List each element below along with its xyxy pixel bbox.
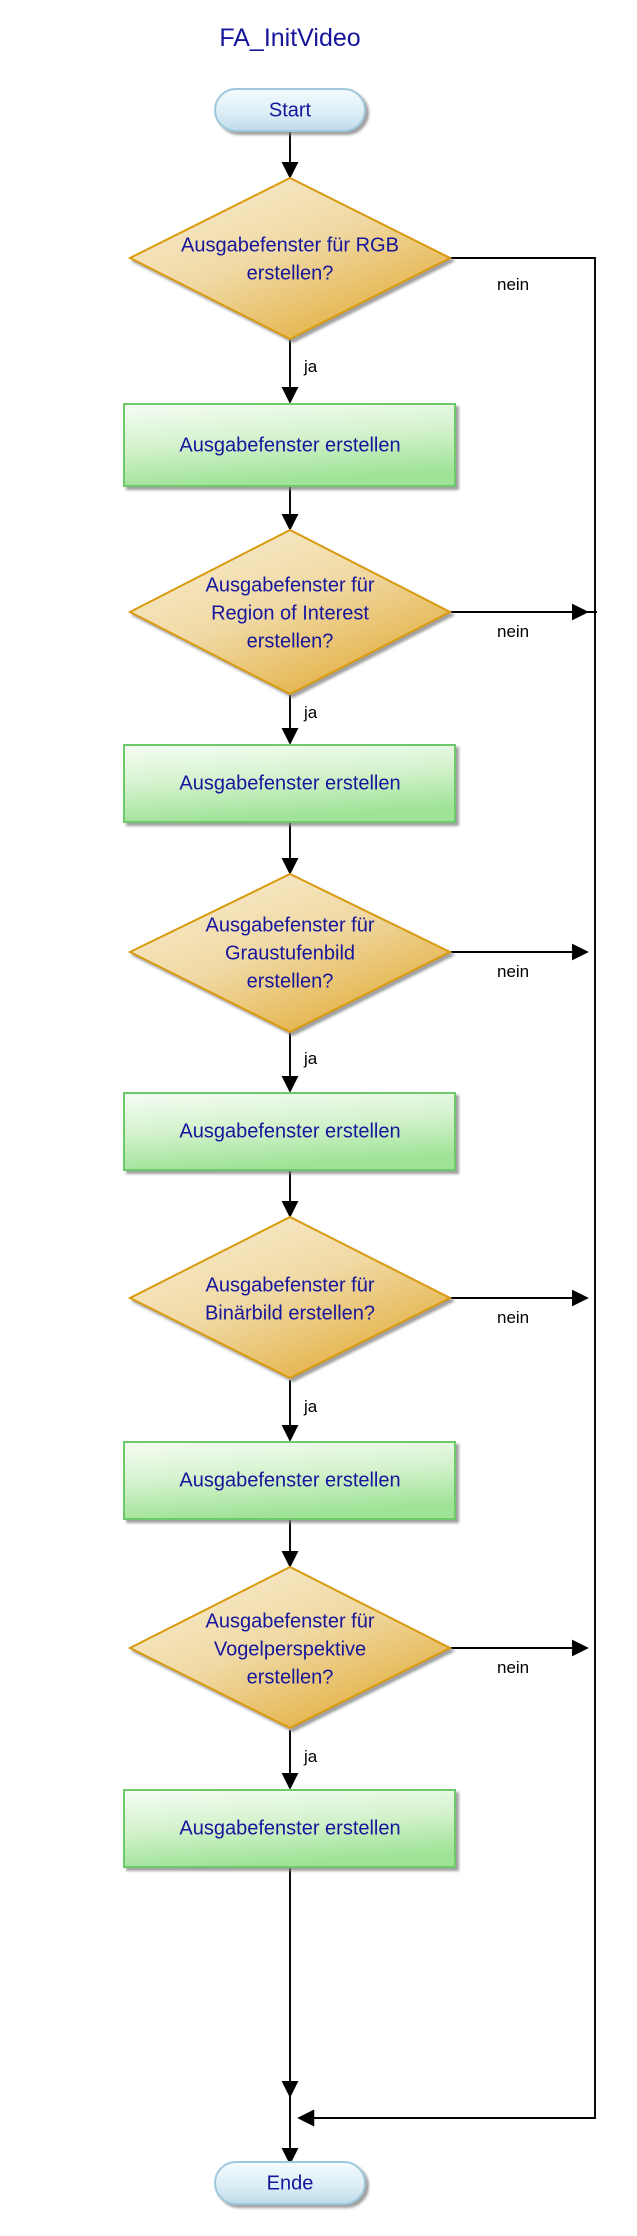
process-1-label: Ausgabefenster erstellen — [179, 434, 400, 456]
process-2-label: Ausgabefenster erstellen — [179, 772, 400, 794]
decision-5-yes-label: ja — [303, 1747, 318, 1766]
end-node[interactable]: Ende — [214, 2161, 366, 2205]
decision-3-line-1: Ausgabefenster für — [206, 914, 375, 936]
decision-4-line-1: Ausgabefenster für — [206, 1274, 375, 1296]
process-4-label: Ausgabefenster erstellen — [179, 1469, 400, 1491]
decision-2-no-label: nein — [497, 622, 529, 641]
process-1[interactable]: Ausgabefenster erstellen — [123, 403, 456, 487]
start-node-label: Start — [269, 99, 312, 121]
decision-4-shape — [127, 1215, 453, 1380]
decision-5-line-1: Ausgabefenster für — [206, 1610, 375, 1632]
decision-3-no-label: nein — [497, 962, 529, 981]
diagram-title: FA_InitVideo — [219, 24, 360, 52]
decision-1-no-label: nein — [497, 275, 529, 294]
process-2-shape — [123, 744, 456, 823]
decision-1-line-2: erstellen? — [247, 262, 334, 284]
decision-1-shape — [127, 176, 453, 341]
process-4[interactable]: Ausgabefenster erstellen — [123, 1441, 456, 1520]
end-node-label: Ende — [267, 2172, 314, 2194]
process-3[interactable]: Ausgabefenster erstellen — [123, 1092, 456, 1171]
decision-5-no-label: nein — [497, 1658, 529, 1677]
decision-2-yes-label: ja — [303, 703, 318, 722]
decision-3-line-3: erstellen? — [247, 970, 334, 992]
decision-1[interactable]: Ausgabefenster für RGB erstellen? — [127, 176, 453, 341]
decision-3-line-2: Graustufenbild — [225, 942, 355, 964]
decision-5-shape — [127, 1565, 453, 1730]
decision-1-yes-label: ja — [303, 357, 318, 376]
decision-3[interactable]: Ausgabefenster für Graustufenbild erstel… — [127, 872, 453, 1034]
decision-2-shape — [127, 528, 453, 696]
process-4-shape — [123, 1441, 456, 1520]
process-1-shape — [123, 403, 456, 487]
end-node-shape — [214, 2161, 366, 2205]
decision-3-yes-label: ja — [303, 1049, 318, 1068]
decision-5[interactable]: Ausgabefenster für Vogelperspektive erst… — [127, 1565, 453, 1730]
process-5[interactable]: Ausgabefenster erstellen — [123, 1789, 456, 1868]
decision-4[interactable]: Ausgabefenster für Binärbild erstellen? — [127, 1215, 453, 1380]
decision-2-line-1: Ausgabefenster für — [206, 574, 375, 596]
process-2[interactable]: Ausgabefenster erstellen — [123, 744, 456, 823]
process-3-shape — [123, 1092, 456, 1171]
process-3-label: Ausgabefenster erstellen — [179, 1120, 400, 1142]
decision-2-line-2: Region of Interest — [211, 602, 369, 624]
process-5-label: Ausgabefenster erstellen — [179, 1817, 400, 1839]
decision-3-shape — [127, 872, 453, 1034]
decision-5-line-2: Vogelperspektive — [214, 1638, 366, 1660]
process-5-shape — [123, 1789, 456, 1868]
decision-2-line-3: erstellen? — [247, 630, 334, 652]
decision-4-no-label: nein — [497, 1308, 529, 1327]
decision-5-line-3: erstellen? — [247, 1666, 334, 1688]
decision-1-line-1: Ausgabefenster für RGB — [181, 234, 399, 256]
decision-2[interactable]: Ausgabefenster für Region of Interest er… — [127, 528, 453, 696]
decision-4-yes-label: ja — [303, 1397, 318, 1416]
start-node[interactable]: Start — [214, 88, 366, 132]
decision-4-line-2: Binärbild erstellen? — [205, 1302, 375, 1324]
start-node-shape — [214, 88, 366, 132]
connector-lines — [281, 131, 597, 2165]
